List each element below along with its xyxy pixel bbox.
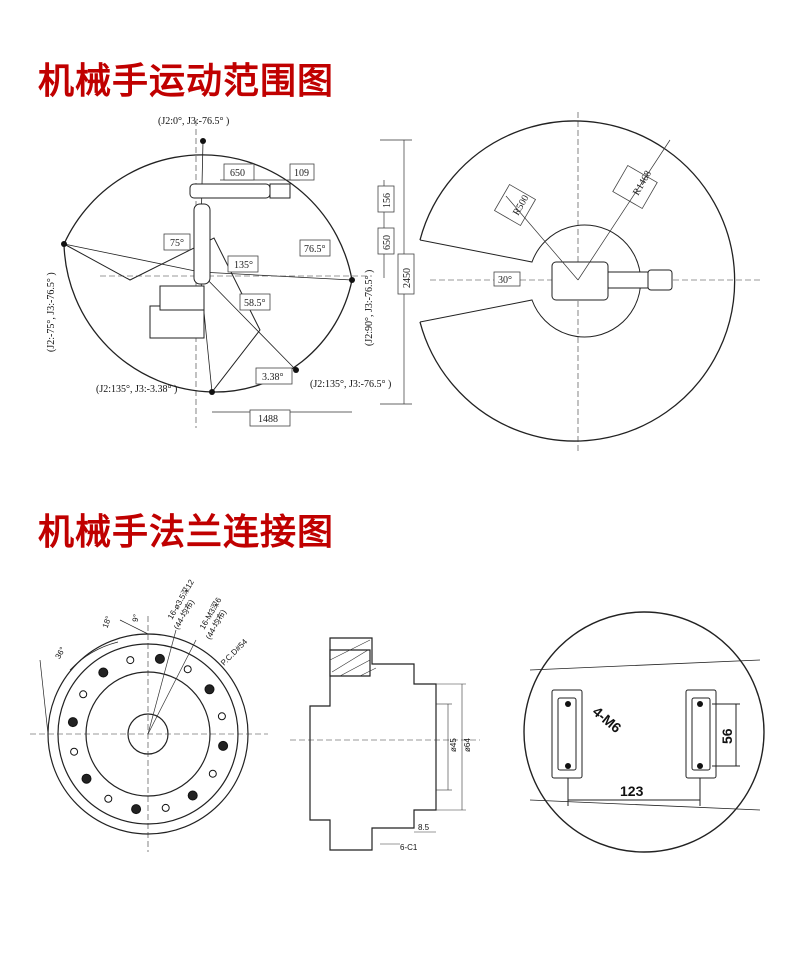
- side-envelope-inner: [63, 237, 261, 393]
- bolt-hole: [67, 717, 78, 728]
- bolt-hole: [154, 653, 165, 664]
- bolt-hole: [218, 740, 229, 751]
- dim-2450: 2450: [402, 268, 413, 288]
- dim-phi45: ø45: [449, 738, 458, 752]
- bolt-hole: [131, 804, 142, 815]
- bolt-hole: [208, 769, 217, 778]
- detail-mount-slots: [529, 659, 761, 811]
- pcd-label: P.C.D#54: [219, 637, 250, 668]
- label-top-pose: (J2:0°, J3:-76.5° ): [158, 116, 229, 127]
- dim-arm2: 109: [294, 168, 309, 179]
- angle-18: 18°: [101, 615, 114, 629]
- label-left-pose: (J2:-75°, J3:-76.5° ): [46, 272, 57, 352]
- angle-9: 9°: [131, 614, 141, 623]
- top-envelope-outer: [419, 120, 736, 442]
- bolt-hole: [183, 665, 192, 674]
- dim-1488: 1488: [258, 414, 278, 425]
- angle-3-38: 3.38°: [262, 372, 284, 383]
- label-bottom-left-pose: (J2:135°, J3:-3.38° ): [96, 384, 177, 395]
- dim-phi64: ø64: [463, 738, 472, 752]
- angle-75: 75°: [170, 238, 184, 249]
- dim-arm1: 650: [230, 168, 245, 179]
- label-bottom-right-pose: (J2:135°, J3:-76.5° ): [310, 379, 391, 390]
- dim-156: 156: [382, 193, 393, 208]
- robot-side-view: [149, 183, 291, 339]
- bolt-hole: [70, 747, 79, 756]
- angle-30: 30°: [498, 275, 512, 286]
- flange-detail-view: [523, 611, 765, 853]
- robot-top-view: [551, 261, 673, 301]
- angle-36: 36°: [53, 645, 67, 660]
- flange-front-view: [39, 619, 249, 835]
- bolt-hole: [204, 684, 215, 695]
- dim-56: 56: [719, 728, 735, 744]
- section-title-flange: 机械手法兰连接图: [38, 512, 335, 553]
- dim-650-vertical: 650: [382, 235, 393, 250]
- bolt-hole: [161, 803, 170, 812]
- angle-58-5: 58.5°: [244, 298, 266, 309]
- bolt-hole: [79, 690, 88, 699]
- side-envelope-outer: [63, 154, 353, 393]
- section-title-motion-range: 机械手运动范围图: [38, 61, 335, 102]
- label-right-pose: (J2:90°, J3:-76.5° ): [364, 270, 375, 346]
- bolt-hole: [217, 712, 226, 721]
- dim-8-5: 8.5: [418, 823, 430, 832]
- bolt-hole: [104, 794, 113, 803]
- flange-section-view: [309, 637, 437, 851]
- angle-76-5: 76.5°: [304, 244, 326, 255]
- bolt-hole: [98, 667, 109, 678]
- thread-label: 4-M6: [590, 703, 625, 736]
- dim-123: 123: [620, 783, 644, 799]
- angle-135: 135°: [234, 260, 253, 271]
- bolt-hole: [126, 656, 135, 665]
- bolt-hole: [187, 790, 198, 801]
- bolt-hole: [81, 773, 92, 784]
- chamfer-label: 6-C1: [400, 843, 418, 852]
